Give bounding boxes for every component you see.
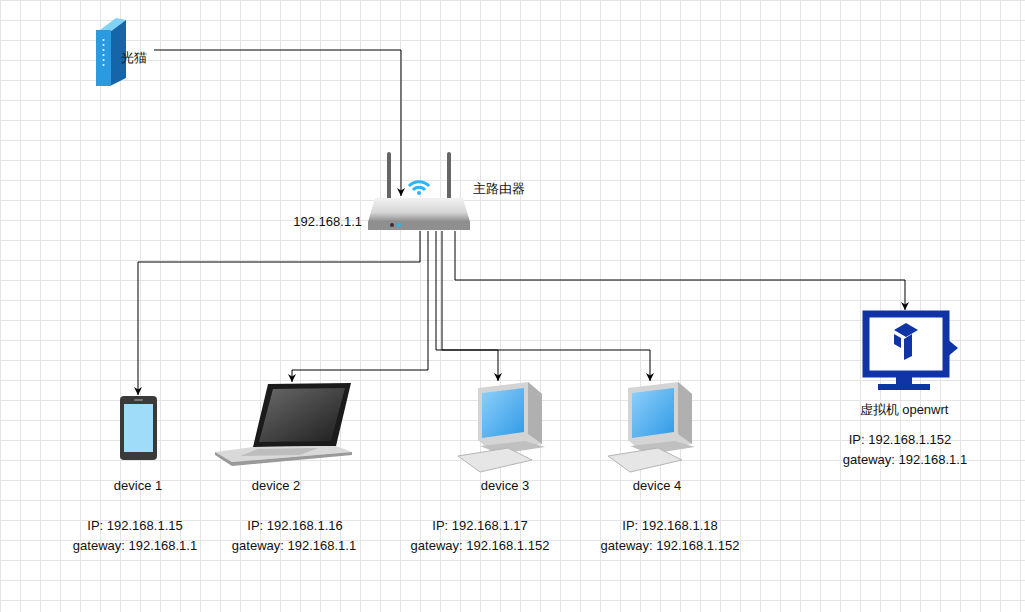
modem-node: 光猫 [92,16,154,88]
device-node: device 4IP: 192.168.1.18gateway: 192.168… [608,381,696,473]
node-detail: IP: 192.168.1.15 [87,518,182,534]
node-detail: IP: 192.168.1.17 [432,518,527,534]
network-link [442,231,650,381]
node-title: device 1 [114,478,162,494]
desktop-icon [608,382,695,472]
node-title: 光猫 [121,50,147,66]
node-title: device 2 [252,478,300,494]
node-detail: gateway: 192.168.1.1 [232,538,356,554]
node-title: device 3 [481,478,529,494]
node-title: device 4 [633,478,681,494]
network-link [292,231,428,382]
laptop-icon [215,383,352,466]
network-link [455,231,905,310]
desktop-icon [458,382,545,472]
node-title: 虚拟机 openwrt [860,402,949,418]
router-icon [368,152,470,230]
node-detail: 192.168.1.1 [293,214,362,230]
node-detail: gateway: 192.168.1.152 [411,538,550,554]
node-detail: gateway: 192.168.1.1 [843,452,967,468]
vm-node: 虚拟机 openwrtIP: 192.168.1.152gateway: 192… [862,310,958,391]
node-detail: gateway: 192.168.1.152 [601,538,740,554]
device-node: device 1IP: 192.168.1.15gateway: 192.168… [118,395,159,461]
network-link [436,231,498,381]
monitor-icon [866,314,958,390]
node-detail: IP: 192.168.1.18 [622,518,717,534]
node-detail: gateway: 192.168.1.1 [73,538,197,554]
device-node: device 2IP: 192.168.1.16gateway: 192.168… [215,382,352,464]
node-title: 主路由器 [473,181,525,197]
network-link [154,50,401,196]
router-node: 主路由器192.168.1.1 [368,196,470,231]
node-detail: IP: 192.168.1.16 [247,518,342,534]
phone-icon [120,396,157,460]
device-node: device 3IP: 192.168.1.17gateway: 192.168… [458,381,546,473]
node-detail: IP: 192.168.1.152 [849,432,952,448]
